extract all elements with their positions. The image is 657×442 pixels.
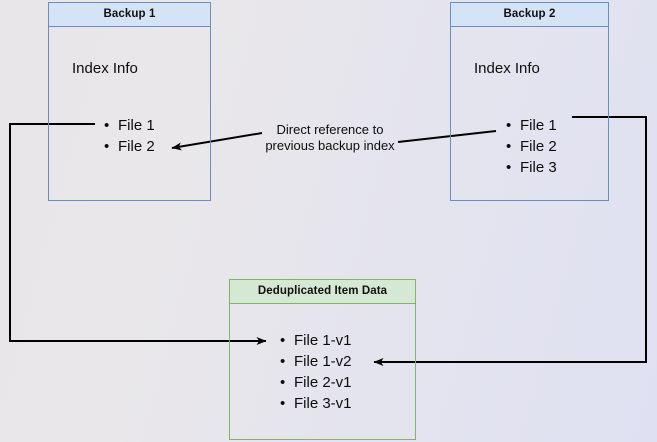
list-item: File 2-v1 bbox=[280, 372, 351, 393]
box-backup-1-header: Backup 1 bbox=[49, 3, 210, 27]
box-backup-1[interactable]: Backup 1 Index Info File 1 File 2 bbox=[48, 2, 211, 201]
box-dedup-body: File 1-v1 File 1-v2 File 2-v1 File 3-v1 bbox=[230, 304, 415, 439]
backup-2-index-info-label: Index Info bbox=[474, 60, 540, 77]
list-item: File 1 bbox=[506, 115, 557, 136]
box-deduplicated-item-data[interactable]: Deduplicated Item Data File 1-v1 File 1-… bbox=[229, 279, 416, 440]
list-item: File 2 bbox=[506, 136, 557, 157]
box-backup-1-body: Index Info File 1 File 2 bbox=[49, 27, 210, 200]
box-backup-2-header: Backup 2 bbox=[451, 3, 608, 27]
backup-1-index-info-label: Index Info bbox=[72, 60, 138, 77]
list-item: File 1-v1 bbox=[280, 330, 351, 351]
list-item: File 3 bbox=[506, 157, 557, 178]
list-item: File 3-v1 bbox=[280, 393, 351, 414]
box-backup-2[interactable]: Backup 2 Index Info File 1 File 2 File 3 bbox=[450, 2, 609, 201]
box-dedup-header: Deduplicated Item Data bbox=[230, 280, 415, 304]
backup-2-file-list: File 1 File 2 File 3 bbox=[504, 115, 557, 178]
list-item: File 1-v2 bbox=[280, 351, 351, 372]
list-item: File 1 bbox=[104, 115, 155, 136]
dedup-file-list: File 1-v1 File 1-v2 File 2-v1 File 3-v1 bbox=[278, 330, 351, 414]
list-item: File 2 bbox=[104, 136, 155, 157]
box-backup-2-body: Index Info File 1 File 2 File 3 bbox=[451, 27, 608, 200]
backup-1-file-list: File 1 File 2 bbox=[102, 115, 155, 157]
direct-reference-label: Direct reference to previous backup inde… bbox=[265, 122, 395, 153]
